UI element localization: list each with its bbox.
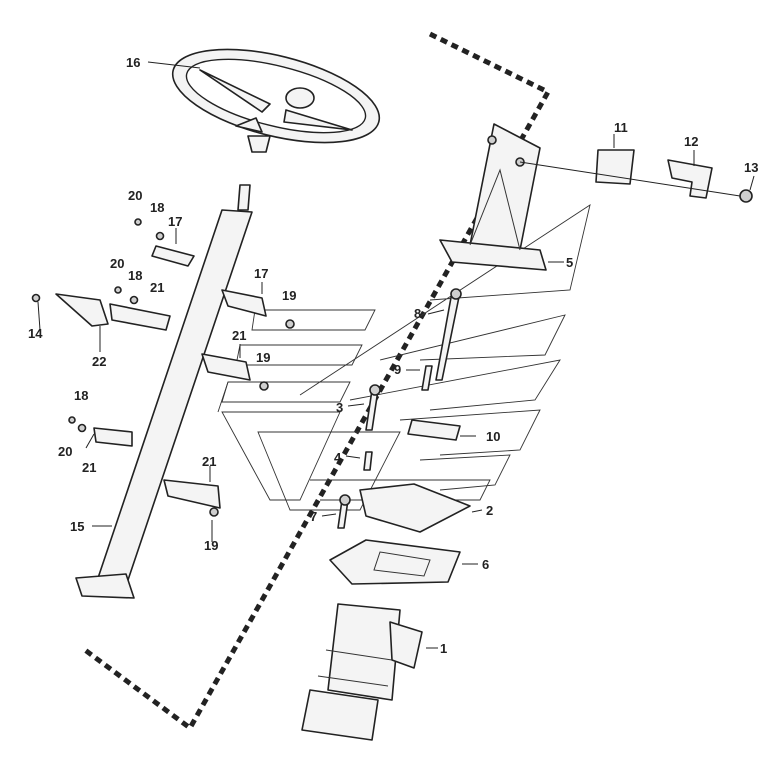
- callout-4: 4: [334, 450, 342, 465]
- callout-22: 22: [92, 354, 106, 369]
- callout-18: 18: [74, 388, 88, 403]
- callout-14: 14: [28, 326, 43, 341]
- callout-21: 21: [202, 454, 216, 469]
- mounting-plate: [359, 483, 471, 533]
- callout-19: 19: [204, 538, 218, 553]
- callout-6: 6: [482, 557, 489, 572]
- upper-plate: [407, 419, 461, 441]
- leader-lines: [37, 61, 755, 649]
- callout-8: 8: [414, 306, 421, 321]
- bolts: [337, 288, 462, 529]
- callout-9: 9: [394, 362, 401, 377]
- callout-20: 20: [58, 444, 72, 459]
- callout-19: 19: [256, 350, 270, 365]
- callout-21: 21: [82, 460, 96, 475]
- callout-18: 18: [128, 268, 142, 283]
- callout-21: 21: [232, 328, 246, 343]
- callout-20: 20: [128, 188, 142, 203]
- callout-5: 5: [566, 255, 573, 270]
- steering-wheel: [171, 48, 381, 153]
- callout-3: 3: [336, 400, 343, 415]
- steering-column: [75, 184, 253, 599]
- callouts: 16 11 12 13 5 8 9 3 10 4 2 7 6 1 15 14 2…: [28, 55, 758, 656]
- nut-13: [739, 189, 753, 203]
- u-clamp: [667, 159, 713, 199]
- callout-11: 11: [614, 120, 628, 135]
- callout-10: 10: [486, 429, 500, 444]
- callout-2: 2: [486, 503, 493, 518]
- callout-1: 1: [440, 641, 447, 656]
- callout-21: 21: [150, 280, 164, 295]
- callout-20: 20: [110, 256, 124, 271]
- callout-7: 7: [310, 509, 317, 524]
- callout-17: 17: [254, 266, 268, 281]
- callout-15: 15: [70, 519, 84, 534]
- column-bracket: [439, 123, 547, 271]
- callout-16: 16: [126, 55, 140, 70]
- callout-18: 18: [150, 200, 164, 215]
- gasket: [329, 539, 461, 585]
- link-arms: [31, 218, 295, 517]
- callout-13: 13: [744, 160, 758, 175]
- callout-17: 17: [168, 214, 182, 229]
- callout-19: 19: [282, 288, 296, 303]
- callout-12: 12: [684, 134, 698, 149]
- steering-unit: [301, 603, 423, 741]
